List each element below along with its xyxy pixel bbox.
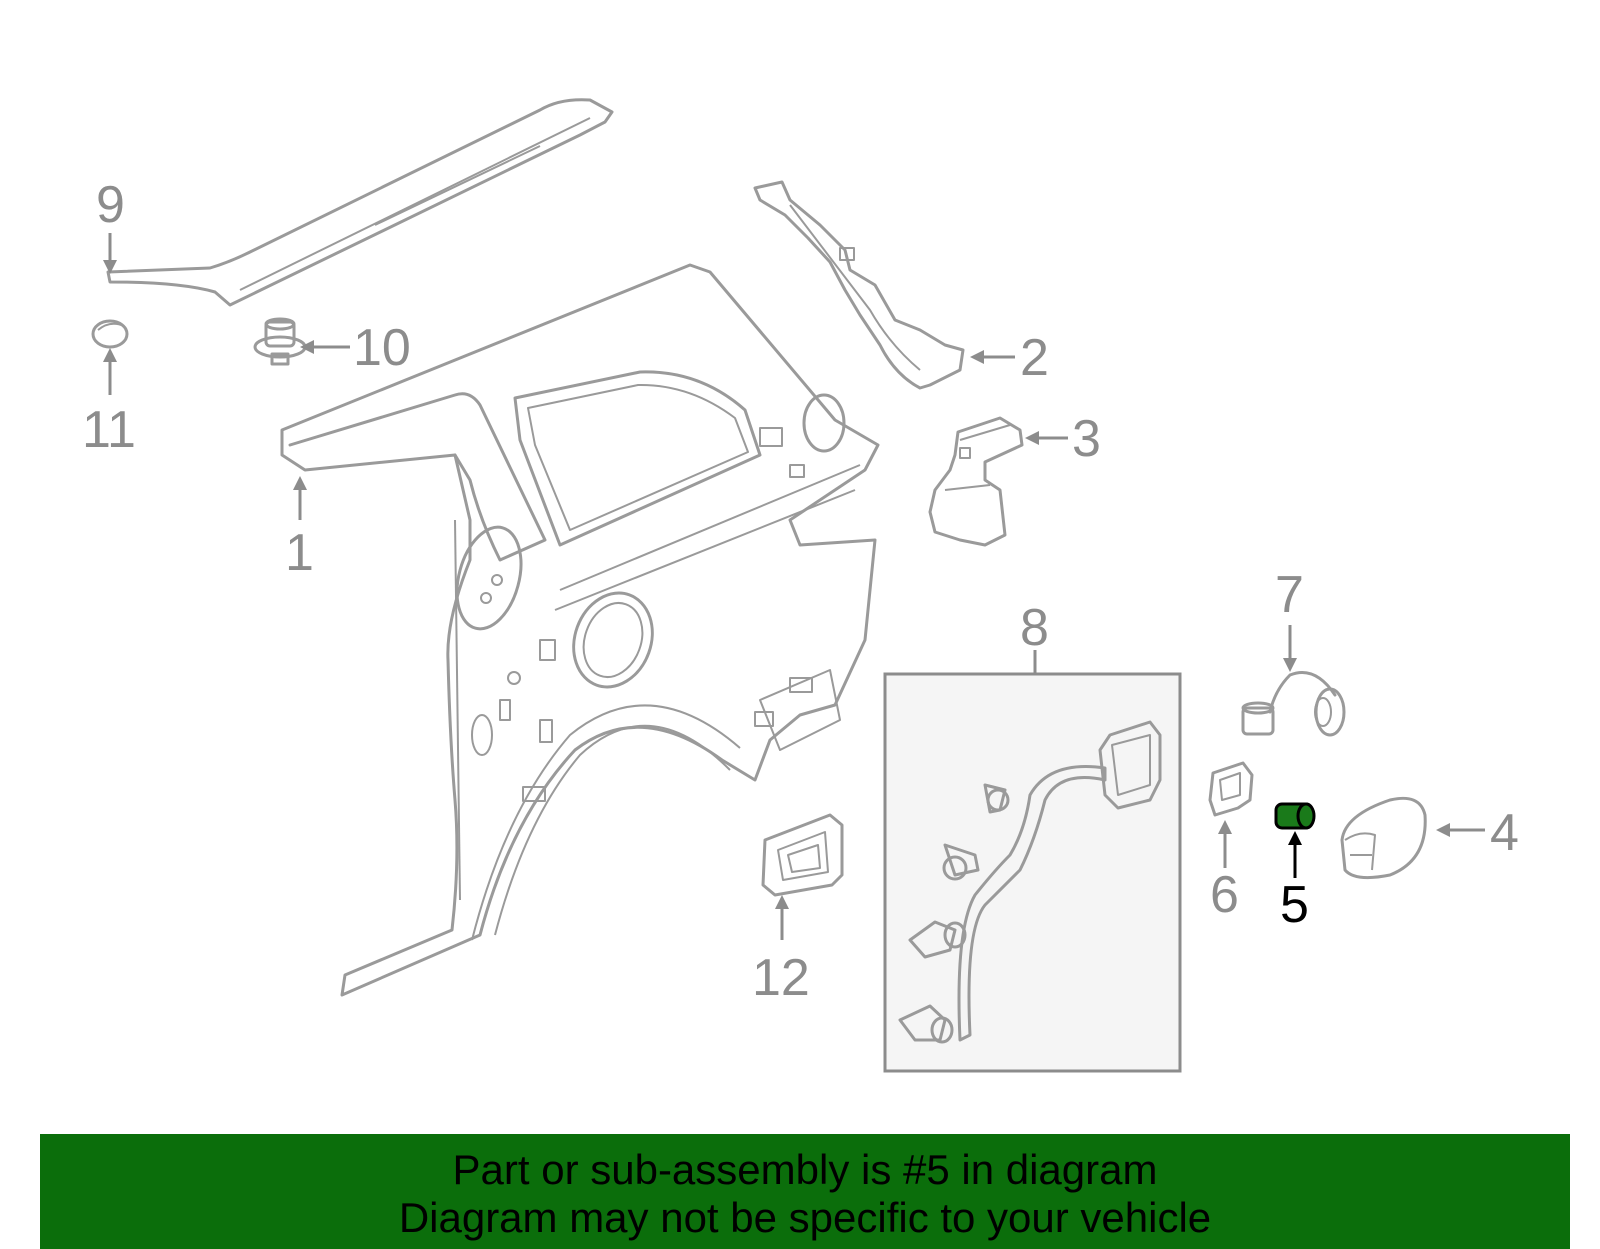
banner-line-1: Part or sub-assembly is #5 in diagram (452, 1146, 1158, 1193)
callout-arrows (103, 233, 1485, 940)
callout-10: 10 (353, 319, 411, 377)
callout-5: 5 (1280, 876, 1309, 934)
banner-line-2: Diagram may not be specific to your vehi… (398, 1194, 1212, 1241)
callout-3: 3 (1072, 410, 1101, 468)
callout-4: 4 (1490, 804, 1519, 862)
part-9-molding (106, 98, 614, 307)
part-6-hinge (1208, 761, 1254, 817)
part-10-clip (253, 317, 307, 366)
info-banner: Part or sub-assembly is #5 in diagram Di… (40, 1134, 1570, 1249)
callout-6: 6 (1210, 866, 1239, 924)
callout-9: 9 (96, 176, 125, 234)
callout-1: 1 (285, 524, 314, 582)
callout-7: 7 (1275, 566, 1304, 624)
callout-2: 2 (1020, 329, 1049, 387)
callout-8: 8 (1020, 599, 1049, 657)
part-3-bracket (928, 416, 1024, 547)
part-1-quarter-panel (280, 263, 880, 997)
part-11-grommet (91, 319, 129, 349)
part-2-bracket (753, 180, 965, 390)
part-7-tether (1241, 671, 1346, 737)
callout-12: 12 (752, 949, 810, 1007)
callout-11: 11 (82, 401, 136, 459)
part-12-filler-housing (761, 813, 844, 897)
part-8-kit-box (883, 672, 1182, 1073)
part-4-fuel-door (1340, 796, 1427, 880)
part-5-highlighted (1274, 802, 1316, 830)
